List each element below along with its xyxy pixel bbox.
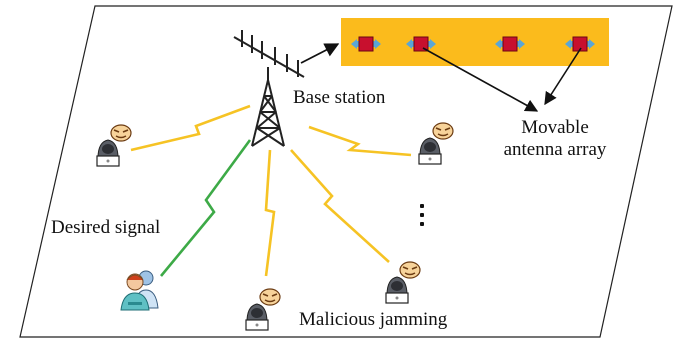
array-to-label-arrow (422, 47, 539, 112)
desired-signal-label: Desired signal (51, 217, 161, 238)
malicious-jamming-label: Malicious jamming (299, 309, 448, 330)
tower-to-array-arrow (300, 43, 340, 64)
array-to-label-arrow (544, 47, 582, 106)
movable-antenna-array-icon (341, 18, 609, 66)
base-station-tower-icon (233, 30, 305, 147)
base-station-label: Base station (293, 87, 386, 108)
jamming-link (290, 149, 390, 263)
desired-signal-link (159, 139, 252, 277)
ground-plane (19, 5, 673, 338)
vertical-ellipsis-icon (420, 204, 424, 231)
jamming-link (264, 149, 276, 277)
jamming-link (308, 125, 412, 157)
jamming-link (130, 104, 251, 152)
movable-antenna-label: Movable antenna array (503, 117, 607, 160)
